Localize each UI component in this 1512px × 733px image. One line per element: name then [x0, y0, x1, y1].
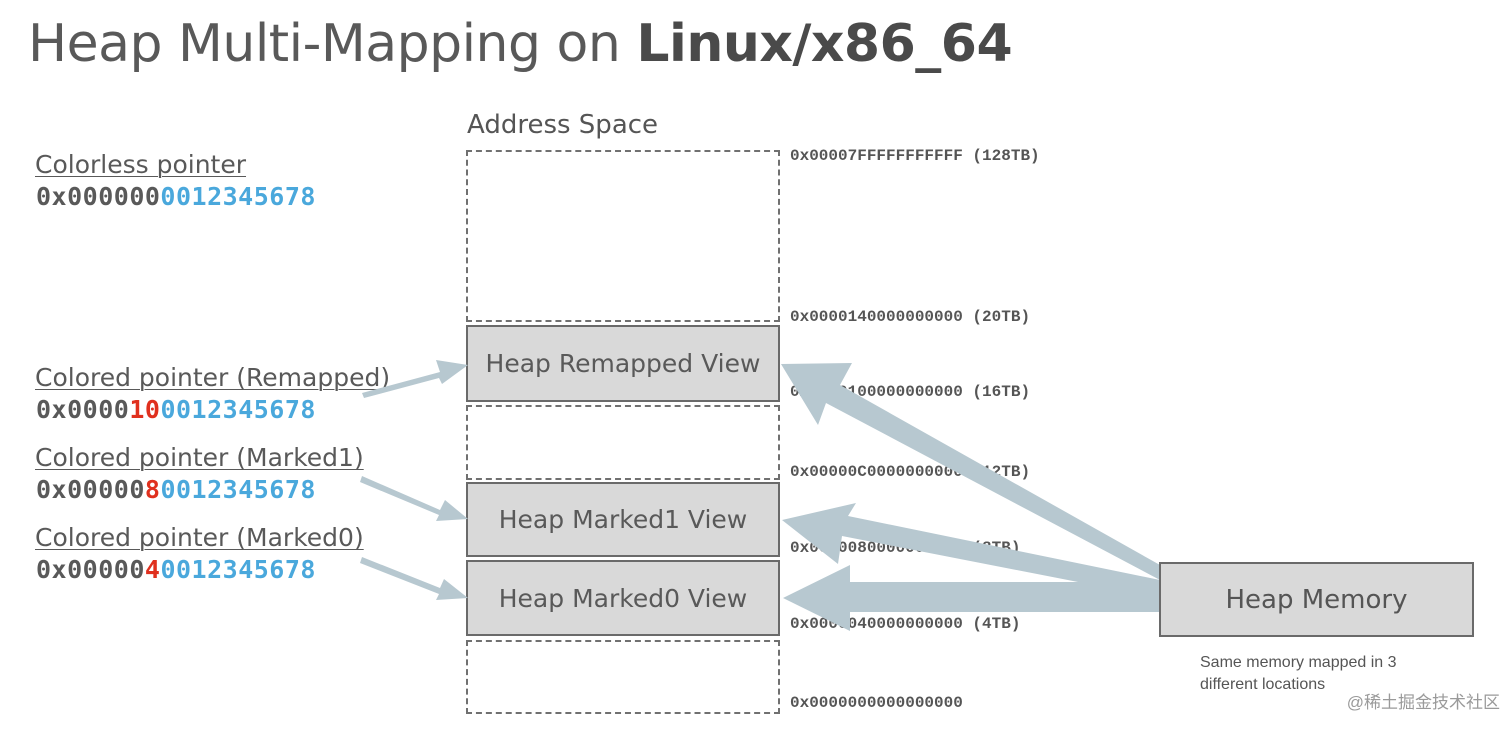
- pointer-label-colorless: Colorless pointer: [35, 150, 247, 179]
- title-prefix: Heap Multi-Mapping on: [28, 14, 637, 74]
- pointer-label-marked0: Colored pointer (Marked0): [35, 523, 364, 552]
- pointer-suffix: 0012345678: [160, 182, 316, 211]
- arrow-marked1-pointer: [360, 476, 468, 521]
- mapping-note: Same memory mapped in 3 different locati…: [1200, 654, 1397, 693]
- heap-marked0-view: Heap Marked0 View: [466, 560, 780, 636]
- pointer-suffix: 0012345678: [160, 555, 316, 584]
- pointer-prefix: 0x: [36, 395, 68, 424]
- pointer-color-bits: 4: [144, 555, 161, 584]
- pointer-zeros: 00000: [67, 555, 145, 584]
- pointer-zeros: 00000: [67, 475, 145, 504]
- address-label-20tb: 0x0000140000000000 (20TB): [790, 308, 1031, 326]
- heap-memory-box: Heap Memory: [1159, 562, 1474, 637]
- arrow-marked0-pointer: [360, 557, 468, 600]
- pointer-prefix: 0x: [36, 475, 68, 504]
- pointer-suffix: 0012345678: [160, 475, 316, 504]
- heap-marked1-view: Heap Marked1 View: [466, 482, 780, 557]
- address-region-upper: [466, 150, 780, 322]
- pointer-value-colorless: 0x0000000012345678: [36, 182, 316, 211]
- pointer-color-bits: 10: [129, 395, 161, 424]
- address-label-0: 0x0000000000000000: [790, 694, 963, 712]
- pointer-zeros: 0000: [67, 395, 130, 424]
- pointer-zeros: 000000: [67, 182, 161, 211]
- address-region-lower: [466, 640, 780, 714]
- pointer-value-marked1: 0x0000080012345678: [36, 475, 316, 504]
- arrow-heap-to-marked1: [782, 503, 1160, 598]
- arrow-remapped-pointer: [362, 360, 468, 398]
- address-space-label: Address Space: [467, 110, 659, 140]
- pointer-label-remapped: Colored pointer (Remapped): [35, 363, 391, 392]
- pointer-color-bits: 8: [144, 475, 161, 504]
- pointer-label-marked1: Colored pointer (Marked1): [35, 443, 364, 472]
- address-label-128tb: 0x00007FFFFFFFFFFF (128TB): [790, 147, 1040, 165]
- heap-remapped-view: Heap Remapped View: [466, 325, 780, 402]
- page-title: Heap Multi-Mapping on Linux/x86_64: [28, 14, 1013, 74]
- pointer-prefix: 0x: [36, 182, 68, 211]
- arrow-heap-to-marked0: [783, 565, 1160, 631]
- title-bold: Linux/x86_64: [636, 14, 1013, 74]
- pointer-value-remapped: 0x0000100012345678: [36, 395, 316, 424]
- watermark: @稀土掘金技术社区: [1346, 693, 1500, 712]
- address-region-gap: [466, 405, 780, 480]
- pointer-prefix: 0x: [36, 555, 68, 584]
- arrow-heap-to-remapped: [781, 363, 1160, 580]
- pointer-suffix: 0012345678: [160, 395, 316, 424]
- pointer-value-marked0: 0x0000040012345678: [36, 555, 316, 584]
